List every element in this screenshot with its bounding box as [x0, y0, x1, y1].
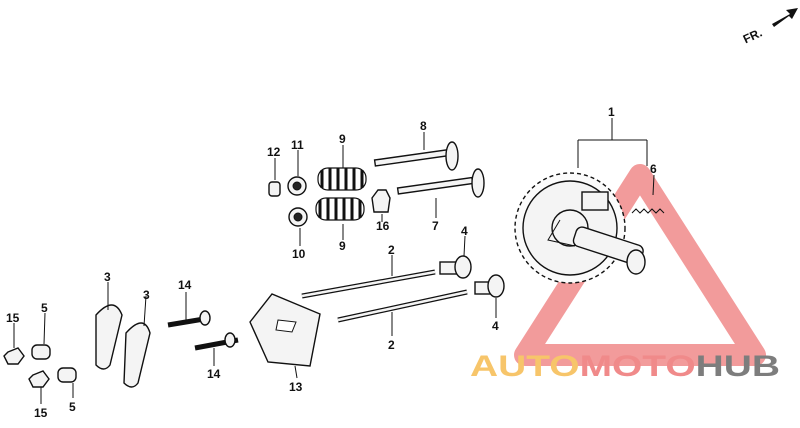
nut-upper [3, 347, 25, 365]
watermark-part-hub: HUB [696, 350, 780, 383]
leader-lines [13, 118, 655, 404]
callout-15-lower: 15 [34, 406, 48, 420]
callout-5-upper: 5 [41, 301, 48, 315]
pivot-stud-lower [194, 332, 239, 351]
rocker-arm-right [123, 322, 151, 388]
front-direction-marker: FR. [741, 8, 798, 46]
callout-2-lower: 2 [388, 338, 395, 352]
callout-16: 16 [376, 219, 390, 233]
tappet-lower [474, 274, 505, 298]
callout-3-right: 3 [143, 288, 150, 302]
callout-11: 11 [291, 138, 304, 152]
watermark-part-auto: AUTO [470, 350, 580, 383]
callout-12: 12 [267, 145, 281, 159]
callout-15-upper: 15 [6, 311, 20, 325]
valve-stem-seal [371, 189, 391, 213]
push-rod-lower [337, 289, 468, 323]
callout-14-upper: 14 [178, 278, 192, 292]
pivot-lower [57, 367, 77, 383]
intake-valve [373, 141, 459, 171]
watermark-part-moto: MOTO [580, 350, 696, 383]
front-label: FR. [741, 26, 764, 47]
callout-9-upper: 9 [339, 132, 346, 146]
callout-labels: 1 2 2 3 3 4 4 5 5 6 7 8 9 9 10 11 12 13 … [6, 105, 657, 420]
nut-lower [28, 370, 50, 388]
rocker-arm-left [95, 304, 123, 370]
callout-5-lower: 5 [69, 400, 76, 414]
decompressor-spring [631, 208, 665, 214]
valve-retainer-lower-hole [293, 212, 303, 222]
callout-7: 7 [432, 219, 439, 233]
callout-6: 6 [650, 162, 657, 176]
callout-10: 10 [292, 247, 306, 261]
valve-spring-lower [315, 197, 365, 221]
callout-1: 1 [608, 105, 615, 119]
valve-retainer-upper-hole [292, 181, 302, 191]
tappet-upper [439, 255, 472, 279]
callout-4-lower: 4 [492, 319, 499, 333]
camshaft-gear [514, 172, 646, 284]
push-rod-upper [301, 269, 436, 299]
callout-8: 8 [420, 119, 427, 133]
front-arrow-icon [772, 8, 798, 27]
callout-9-lower: 9 [339, 239, 346, 253]
valve-spring-upper [317, 167, 367, 191]
callout-13: 13 [289, 380, 303, 394]
exhaust-valve [396, 168, 485, 198]
pivot-upper [31, 344, 51, 360]
callout-14-lower: 14 [207, 367, 221, 381]
valve-cap [268, 181, 281, 197]
guide-plate-slot [275, 319, 297, 333]
callout-3-left: 3 [104, 270, 111, 284]
callout-4-upper: 4 [461, 224, 468, 238]
pivot-stud-upper [167, 310, 211, 328]
callout-2-upper: 2 [388, 243, 395, 257]
